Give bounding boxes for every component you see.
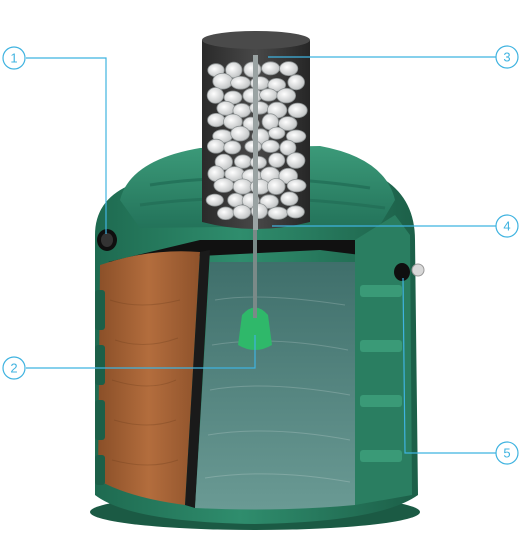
callout-circle: [495, 45, 519, 69]
outlet-port-cap: [411, 263, 425, 277]
callout-number: 5: [503, 446, 510, 461]
media-disc: [212, 72, 234, 90]
media-disc: [232, 204, 252, 220]
callout-circle: [495, 441, 519, 465]
media-disc: [205, 193, 224, 207]
media-disc: [233, 154, 252, 169]
callout-line-5: [402, 277, 496, 454]
media-disc: [232, 178, 253, 195]
outlet-port: [394, 263, 410, 281]
callout-5: 5: [495, 441, 519, 465]
callout-number: 2: [10, 361, 17, 376]
media-disc: [206, 87, 224, 104]
callout-lines: [26, 56, 496, 454]
divider-wall: [185, 250, 210, 508]
media-disc: [279, 61, 299, 76]
media-disc: [266, 178, 286, 195]
callout-line-2: [26, 335, 256, 369]
media-disc: [230, 76, 251, 90]
media-disc: [223, 140, 242, 155]
media-disc: [242, 87, 263, 104]
media-disc: [213, 177, 235, 193]
callout-1: 1: [2, 46, 26, 70]
media-disc: [287, 74, 305, 91]
media-disc: [217, 206, 235, 221]
media-disc: [268, 126, 286, 140]
callout-4: 4: [495, 214, 519, 238]
shell-ribs-left: [95, 290, 105, 485]
media-disc: [259, 88, 278, 102]
callout-number: 1: [10, 51, 17, 66]
shell-ribs-right: [360, 285, 402, 462]
water-compartment: [195, 262, 355, 510]
media-disc: [267, 206, 289, 220]
sludge-compartment: [98, 251, 200, 505]
media-disc: [261, 139, 280, 153]
callout-circle: [495, 214, 519, 238]
callout-3: 3: [495, 45, 519, 69]
media-disc: [214, 153, 233, 171]
media-disc: [286, 152, 306, 169]
callout-2: 2: [2, 356, 26, 380]
media-disc: [279, 139, 297, 156]
sludge-texture: [109, 299, 181, 466]
media-disc: [216, 100, 236, 116]
media-disc: [207, 113, 226, 128]
pump: [238, 307, 272, 350]
callout-line-1: [26, 57, 107, 234]
media-disc: [206, 138, 225, 154]
callout-circle: [2, 356, 26, 380]
callout-number: 4: [503, 219, 510, 234]
filter-center-pipe: [253, 55, 258, 230]
media-disc: [286, 205, 305, 219]
media-disc: [285, 129, 307, 144]
media-disc: [280, 191, 299, 206]
media-disc: [261, 61, 281, 76]
media-disc: [268, 152, 286, 168]
filter-top: [202, 31, 310, 49]
media-disc: [267, 78, 287, 92]
inlet-port-ring: [101, 233, 113, 247]
media-disc: [230, 125, 250, 142]
media-disc: [249, 155, 267, 169]
media-disc: [249, 101, 270, 115]
media-disc: [276, 87, 297, 104]
callout-circle: [2, 46, 26, 70]
callout-number: 3: [503, 50, 510, 65]
media-disc: [243, 61, 262, 78]
media-disc: [287, 102, 308, 119]
water-texture: [204, 296, 351, 483]
media-disc: [278, 116, 298, 131]
pump-pipe: [253, 228, 257, 318]
media-disc: [286, 178, 307, 193]
